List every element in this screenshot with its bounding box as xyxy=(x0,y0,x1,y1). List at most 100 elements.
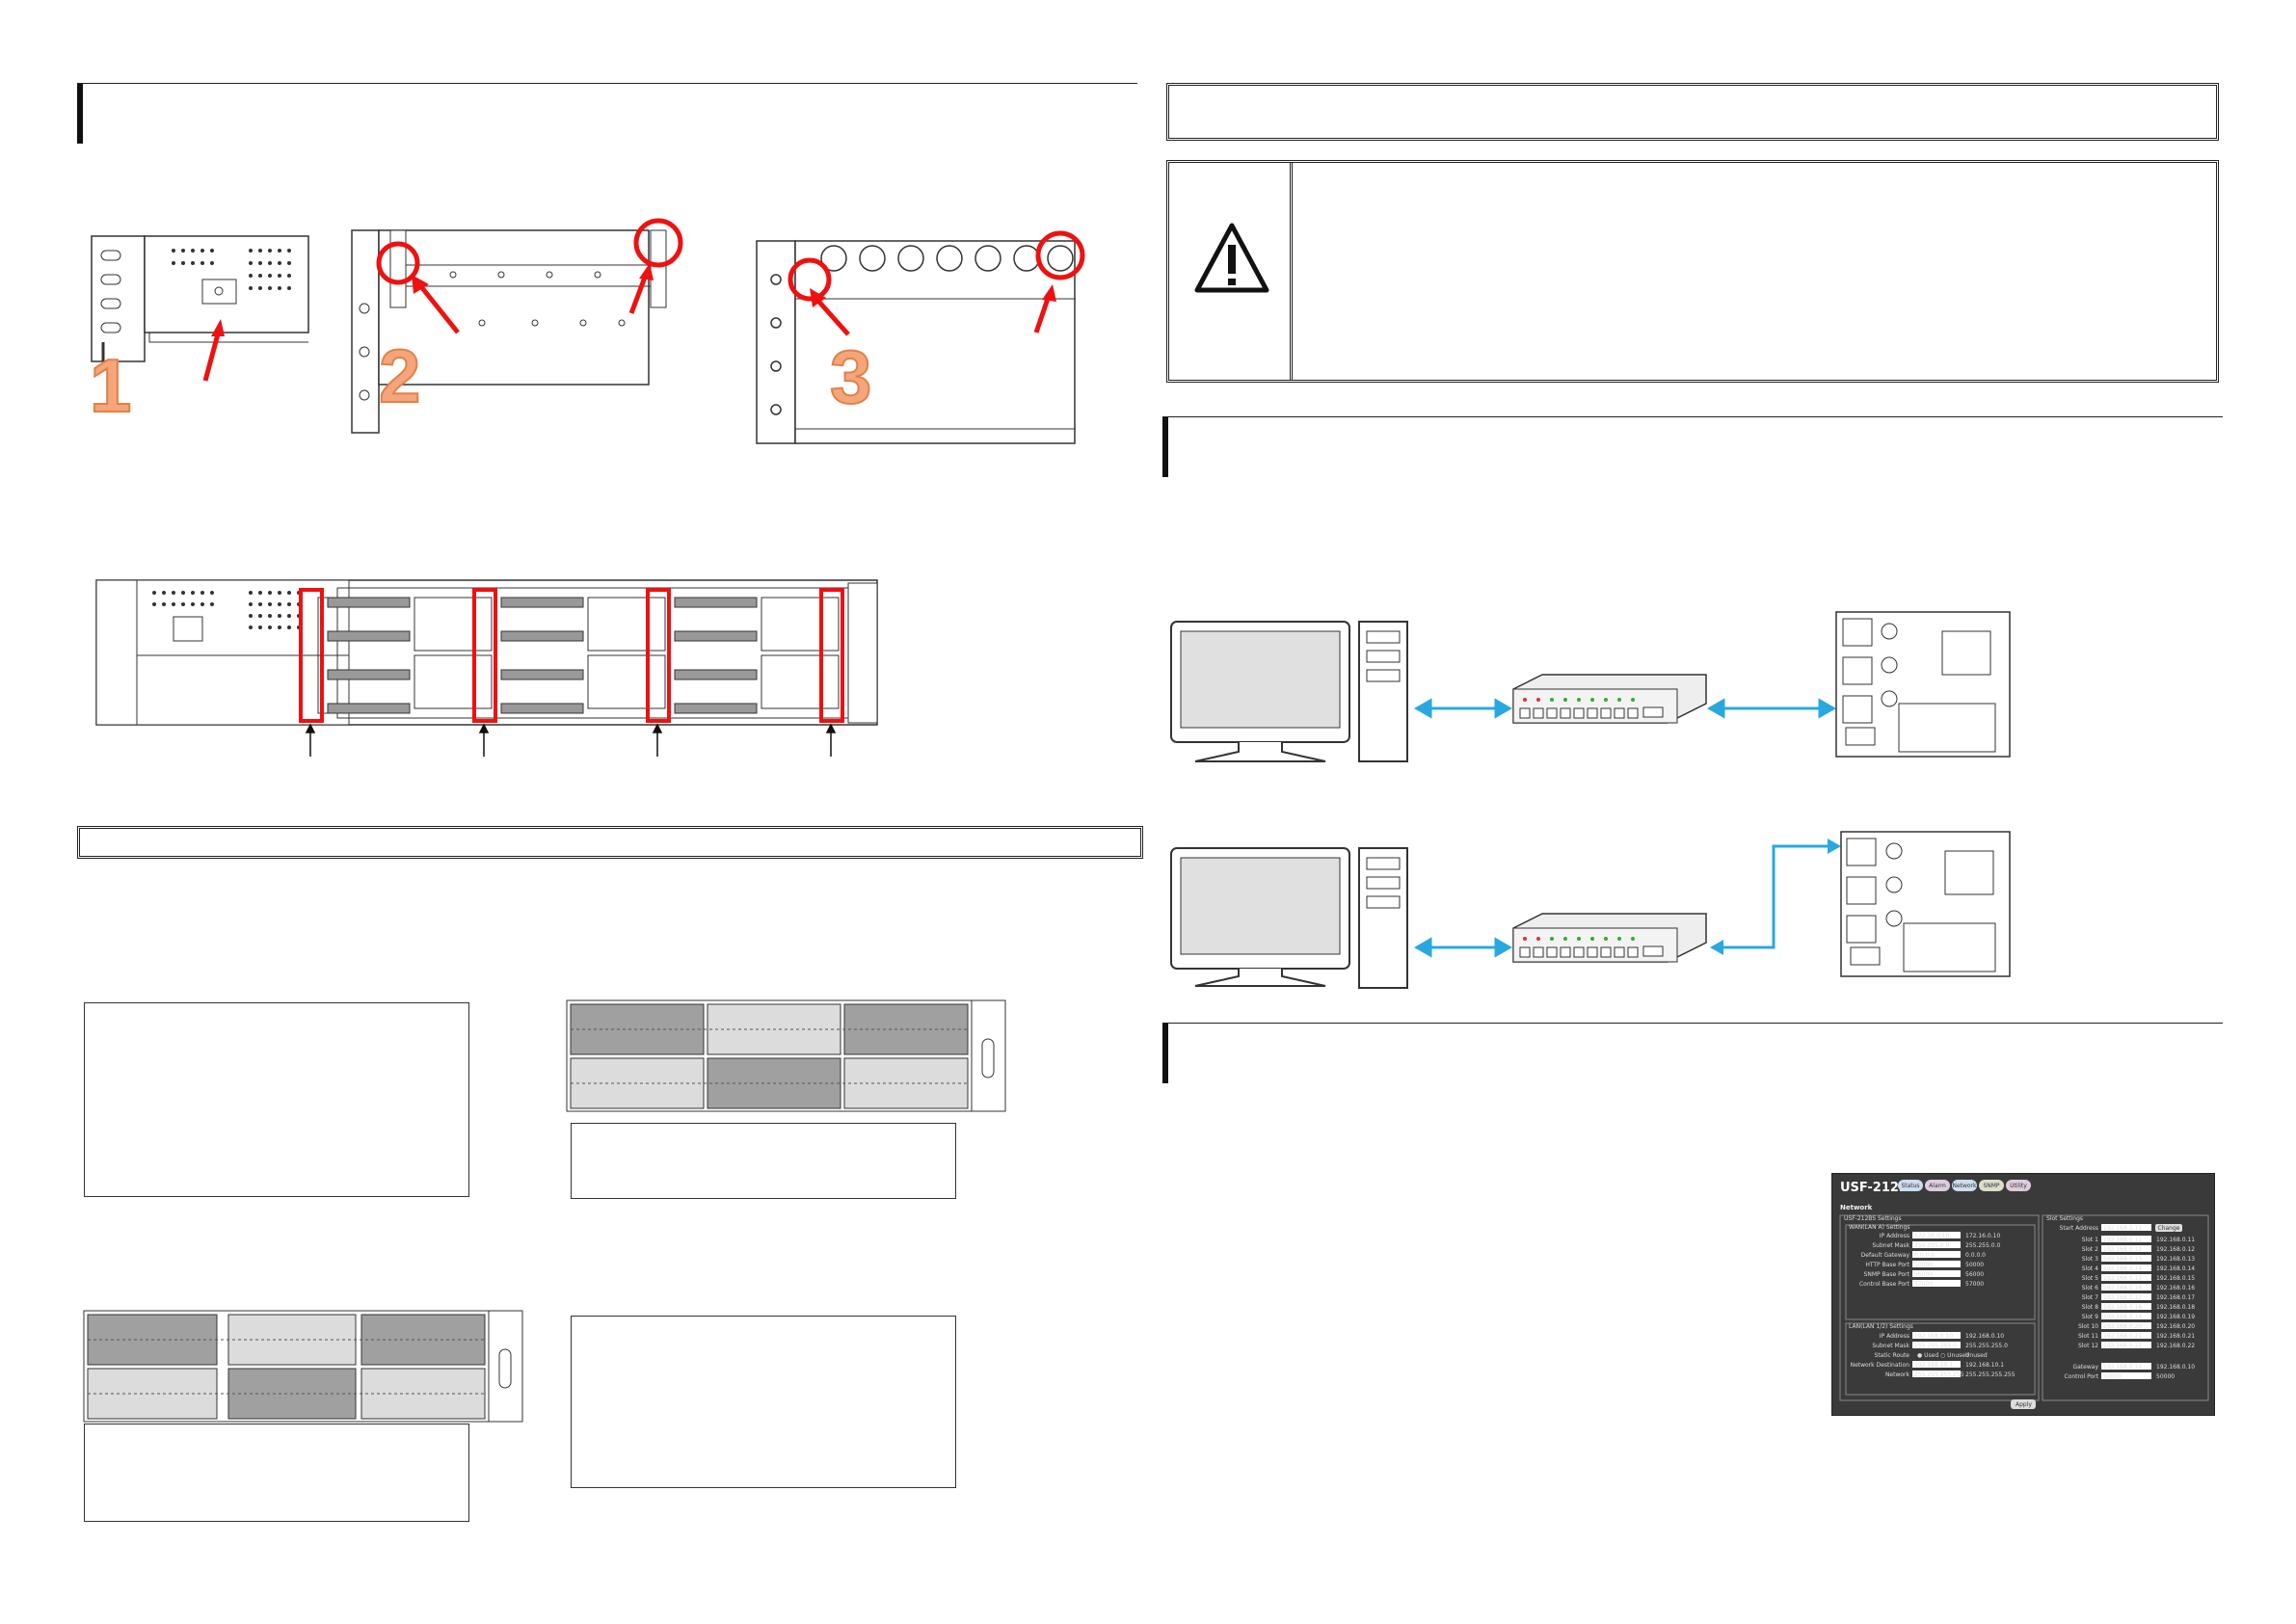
static-route-used[interactable]: ● Used xyxy=(1917,1352,1938,1359)
tab-snmp[interactable] xyxy=(1979,1180,2004,1191)
lan-row-label: Network Destination xyxy=(1851,1362,1910,1369)
wan-row-label: SNMP Base Port xyxy=(1864,1271,1910,1278)
slot-input[interactable] xyxy=(2101,1332,2151,1339)
wan-row-label: Default Gateway xyxy=(1861,1252,1910,1259)
lan-row-input-text: 192.168.0.10 xyxy=(1914,1333,1953,1340)
lan-row-input-text: 192.168.10.1 xyxy=(1914,1362,1953,1369)
wan-row-input[interactable] xyxy=(1912,1251,1961,1258)
lan-row-input[interactable] xyxy=(1912,1361,1961,1368)
lan-row-value: 192.168.10.1 xyxy=(1965,1362,2004,1369)
lan-row-value: 255.255.255.255 xyxy=(1965,1371,2016,1378)
gateway-input-text: 192.168.0.10 xyxy=(2103,1364,2142,1371)
start-address-label: Start Address xyxy=(2060,1225,2098,1232)
slot-input[interactable] xyxy=(2101,1342,2151,1348)
control-port-input-text: 50000 xyxy=(2103,1373,2122,1380)
wan-row-input[interactable] xyxy=(1912,1261,1961,1267)
chassis-front-figure xyxy=(95,579,878,757)
slot-input[interactable] xyxy=(2101,1322,2151,1329)
wan-row-input[interactable] xyxy=(1912,1241,1961,1248)
lan-row-input[interactable] xyxy=(1912,1332,1961,1339)
gateway-input[interactable] xyxy=(2101,1363,2151,1370)
slot-input[interactable] xyxy=(2101,1293,2151,1300)
slot-input[interactable] xyxy=(2101,1265,2151,1271)
step2-figure: 2 xyxy=(351,218,683,434)
slot-input-text: 192.168.0.16 xyxy=(2103,1285,2142,1291)
wan-row-value: 255.255.0.0 xyxy=(1965,1242,2000,1249)
chassis-6slot-figure-b xyxy=(83,1310,523,1423)
slot-input-text: 192.168.0.20 xyxy=(2103,1323,2142,1330)
note-box-1 xyxy=(84,1002,469,1197)
tab-label-alarm: Alarm xyxy=(1929,1183,1946,1189)
static-route-label: Static Route xyxy=(1875,1352,1910,1359)
wan-row-value: 56000 xyxy=(1965,1271,1984,1278)
note-box-4 xyxy=(571,1316,956,1488)
slot-input-text: 192.168.0.21 xyxy=(2103,1333,2142,1340)
slot-value: 192.168.0.15 xyxy=(2156,1275,2195,1282)
change-button-label: Change xyxy=(2158,1225,2180,1232)
slot-input-text: 192.168.0.19 xyxy=(2103,1314,2142,1320)
warning-icon xyxy=(1194,223,1269,293)
slot-input[interactable] xyxy=(2101,1236,2151,1242)
step-number-2: 2 xyxy=(379,333,420,418)
lan-row-input[interactable] xyxy=(1912,1342,1961,1348)
slot-input[interactable] xyxy=(2101,1245,2151,1252)
network-diagram-1 xyxy=(1170,611,2011,762)
tab-alarm[interactable] xyxy=(1925,1180,1950,1191)
gateway-label: Gateway xyxy=(2072,1364,2098,1371)
tab-utility[interactable] xyxy=(2006,1180,2031,1191)
tab-label-network: Network xyxy=(1952,1183,1977,1189)
slot-input-text: 192.168.0.22 xyxy=(2103,1343,2142,1349)
wan-row-input-text: 50000 xyxy=(1914,1262,1933,1268)
lan-row-label: Subnet Mask xyxy=(1872,1343,1909,1349)
wan-row-label: IP Address xyxy=(1880,1233,1909,1239)
wan-row-input[interactable] xyxy=(1912,1270,1961,1277)
wan-row-input[interactable] xyxy=(1912,1232,1961,1238)
wan-row-input[interactable] xyxy=(1912,1280,1961,1287)
section-header-network-settings xyxy=(1162,1023,2223,1083)
control-port-input[interactable] xyxy=(2101,1372,2151,1379)
wan-row-input-text: 0.0.0.0 xyxy=(1914,1252,1935,1259)
wan-row-label: HTTP Base Port xyxy=(1865,1262,1909,1268)
section-header-installation xyxy=(77,83,1137,144)
wan-row-label: Subnet Mask xyxy=(1872,1242,1909,1249)
note-box-3 xyxy=(84,1424,469,1522)
lan-row-label: Network xyxy=(1885,1371,1910,1378)
slot-value: 192.168.0.18 xyxy=(2156,1304,2195,1311)
slot-input[interactable] xyxy=(2101,1255,2151,1262)
gateway-value: 192.168.0.10 xyxy=(2156,1364,2195,1371)
lan-row-label: IP Address xyxy=(1880,1333,1909,1340)
slot-value: 192.168.0.14 xyxy=(2156,1265,2195,1272)
start-address-input[interactable] xyxy=(2101,1224,2151,1231)
slot-input[interactable] xyxy=(2101,1284,2151,1291)
lan-row-input[interactable] xyxy=(1912,1371,1961,1377)
step3-figure: 3 xyxy=(756,230,1085,444)
slot-value: 192.168.0.19 xyxy=(2156,1314,2195,1320)
change-button[interactable] xyxy=(2155,1224,2182,1232)
slot-label: Slot 3 xyxy=(2082,1256,2098,1263)
slot-label: Slot 8 xyxy=(2082,1304,2098,1311)
static-route-unused[interactable]: ○ Unused xyxy=(1940,1352,1969,1359)
tab-label-snmp: SNMP xyxy=(1983,1183,1999,1189)
slot-value: 192.168.0.16 xyxy=(2156,1285,2195,1291)
slot-input-text: 192.168.0.11 xyxy=(2103,1237,2142,1243)
slot-input-text: 192.168.0.18 xyxy=(2103,1304,2142,1311)
slot-label: Slot 9 xyxy=(2082,1314,2098,1320)
slot-value: 192.168.0.12 xyxy=(2156,1246,2195,1253)
wan-row-label: Control Base Port xyxy=(1859,1281,1910,1288)
apply-button[interactable]: Apply xyxy=(2016,1401,2032,1408)
control-port-label: Control Port xyxy=(2065,1373,2099,1380)
wan-row-input-text: 57000 xyxy=(1914,1281,1933,1288)
slot-value: 192.168.0.22 xyxy=(2156,1343,2195,1349)
slot-input-text: 192.168.0.12 xyxy=(2103,1246,2142,1253)
section-title: Network xyxy=(1840,1204,1873,1211)
slot-input[interactable] xyxy=(2101,1274,2151,1281)
caution-box xyxy=(1166,160,2219,383)
right-group-title: Slot Settings xyxy=(2046,1215,2083,1222)
slot-input[interactable] xyxy=(2101,1303,2151,1310)
tab-status[interactable] xyxy=(1898,1180,1923,1191)
tab-network[interactable] xyxy=(1952,1180,1977,1191)
wan-group-title: WAN(LAN A) Settings xyxy=(1849,1224,1909,1231)
slot-input[interactable] xyxy=(2101,1313,2151,1319)
slot-value: 192.168.0.21 xyxy=(2156,1333,2195,1340)
static-route-state: Unused xyxy=(1965,1352,1988,1359)
